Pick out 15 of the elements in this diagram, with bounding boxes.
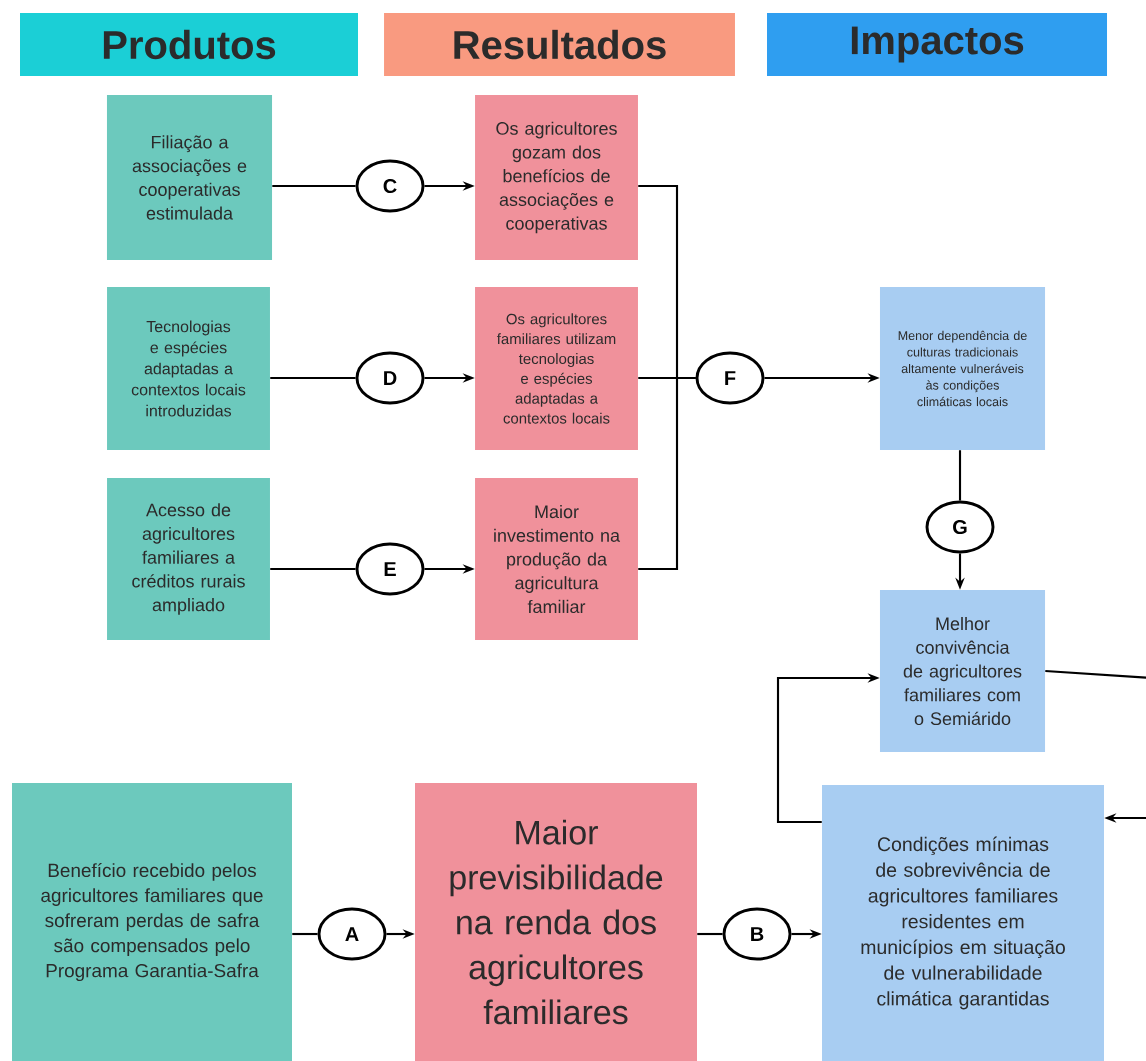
sticky-note: Os agricultores familiares utilizam tecnologias e espécies adaptadas a contextos locais [475, 287, 638, 450]
column-header: Produtos [20, 13, 358, 76]
sticky-note: Melhor convivência de agricultores familiares com o Semiárido [880, 590, 1046, 752]
sticky-note: Maior investimento na produção da agricultura familiar [475, 478, 638, 640]
sticky-note: Os agricultores gozam dos benefícios de associações e cooperativas [475, 94, 638, 261]
sticky-note: Benefício recebido pelos agricultores familiares que sofreram perdas de safra são compensados pelo Programa Garantia-Safra [12, 783, 292, 1061]
sticky-note: Acesso de agricultores familiares a créditos rurais ampliado [107, 478, 270, 640]
arrow [1045, 669, 1146, 823]
sticky-note: Menor dependência de culturas tradicionais altamente vulneráveis às condições climáticas locais [880, 287, 1046, 450]
sticky-note: Condições mínimas de sobrevivência de agricultores familiares residentes em municípios em situação de vulnerabilidade climática garantidas [822, 785, 1104, 1061]
sticky-note: Filiação a associações e cooperativas estimulada [106, 94, 273, 261]
column-header: Resultados [384, 13, 735, 76]
sticky-note: Tecnologias e espécies adaptadas a contextos locais introduzidas [107, 287, 270, 450]
column-header: Impactos [767, 13, 1107, 76]
sticky-note: Maior previsibilidade na renda dos agricultores familiares [415, 783, 697, 1061]
